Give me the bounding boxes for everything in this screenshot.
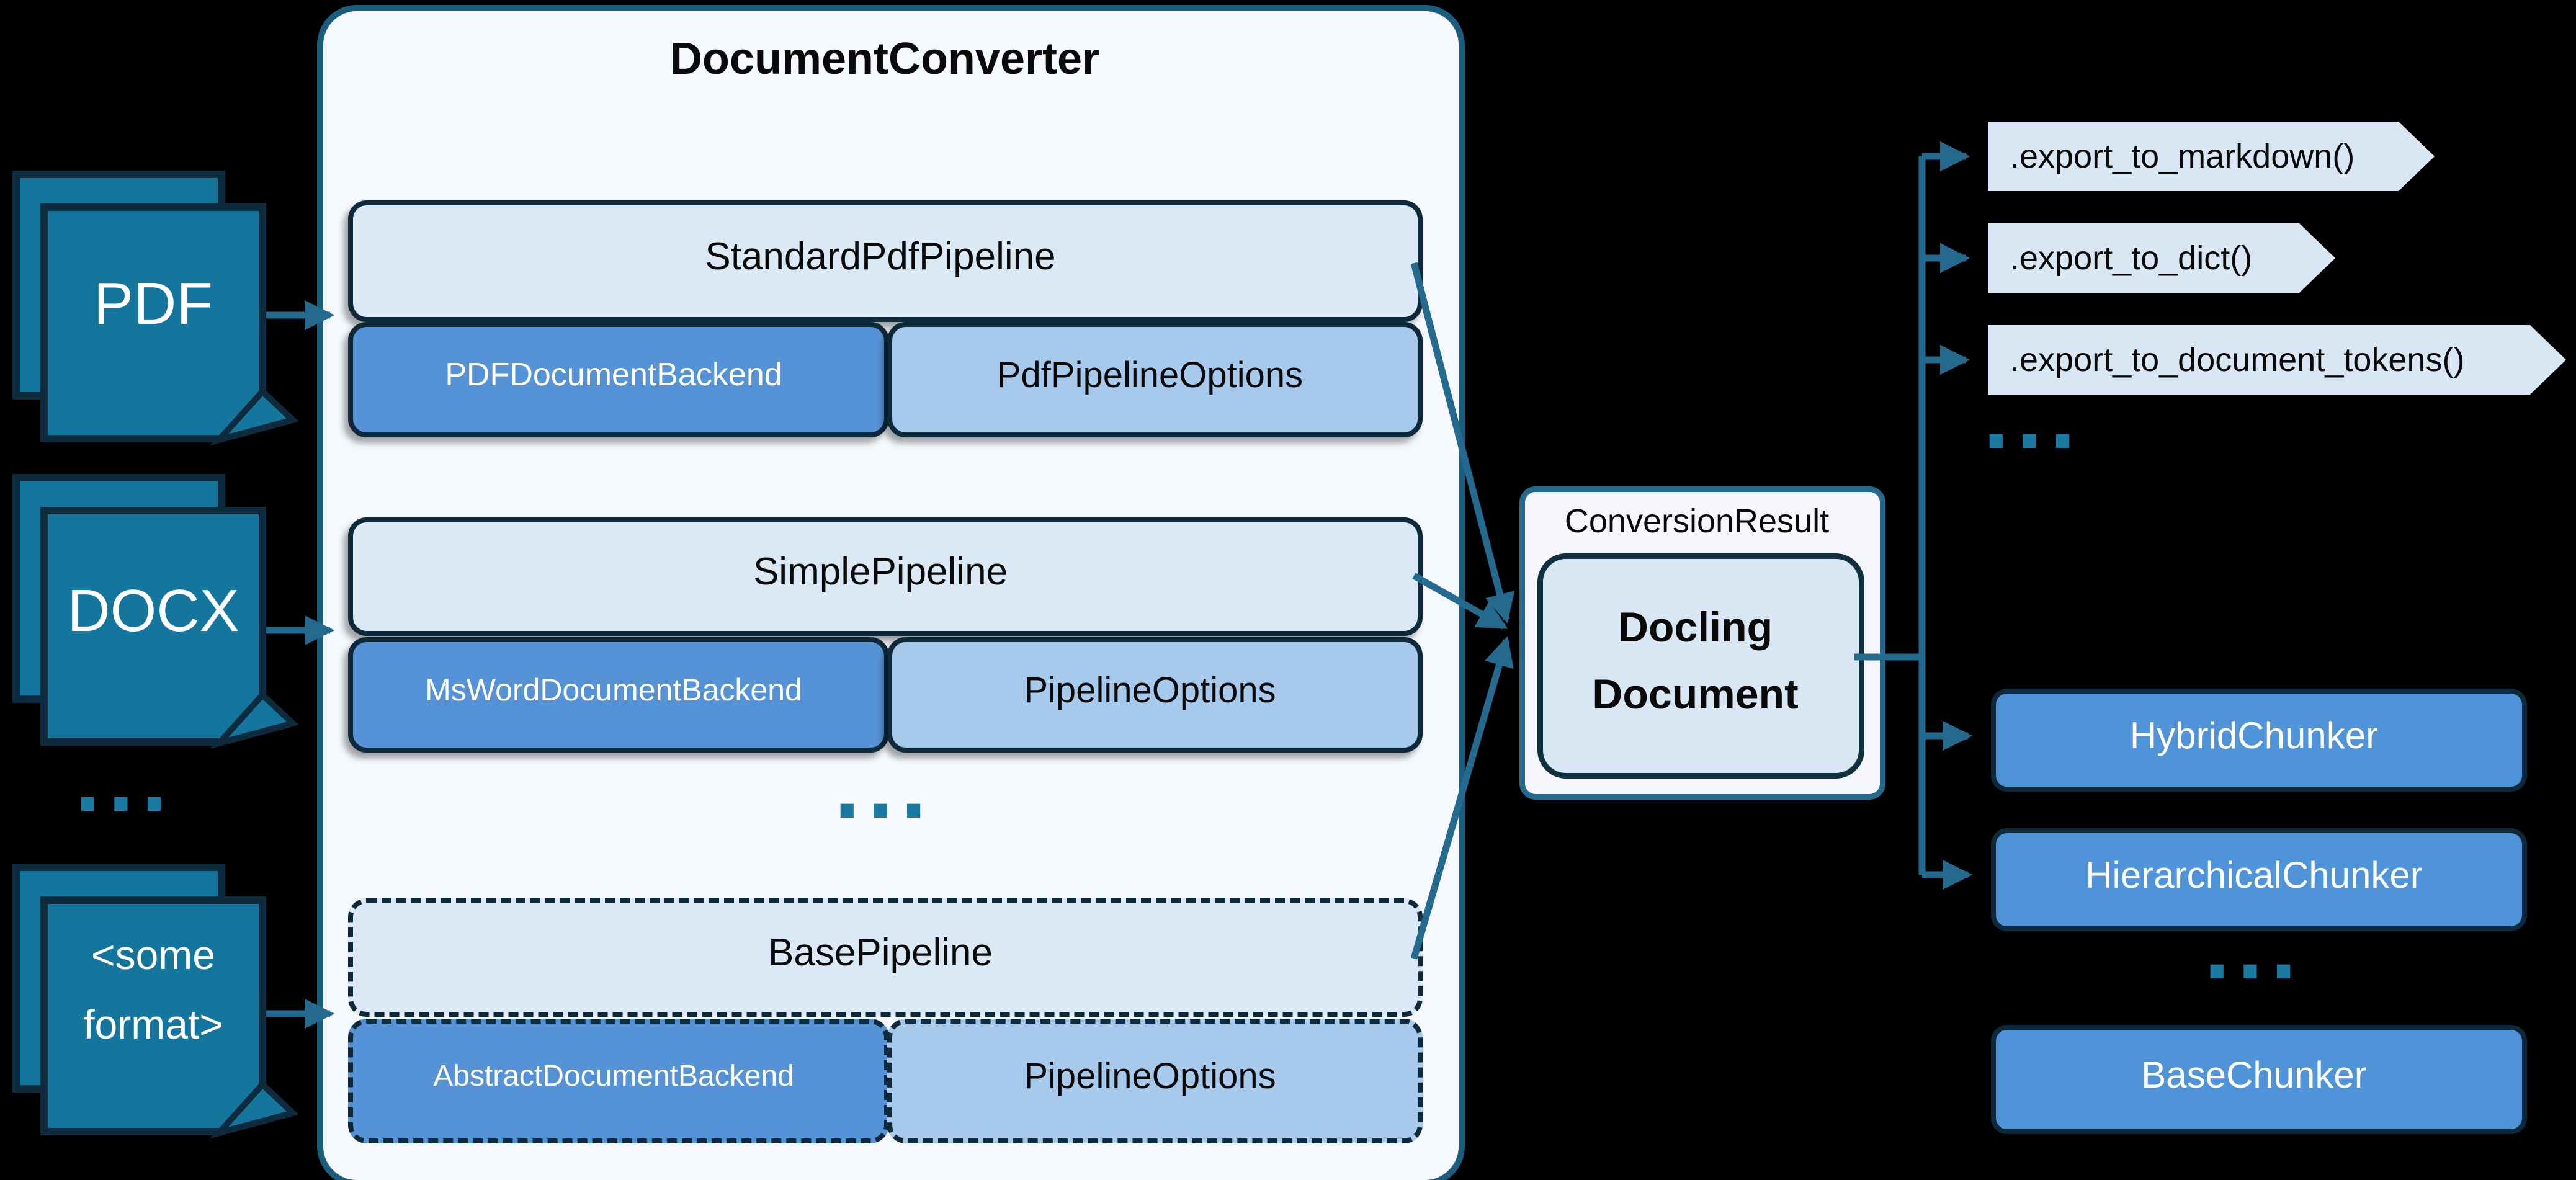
base-pipeline-options-box xyxy=(887,1019,1423,1143)
inputs-ellipsis: ... xyxy=(74,726,175,831)
pipelines-ellipsis: ... xyxy=(834,733,934,838)
some-format-label: <some format> xyxy=(44,915,262,1064)
base-chunker-label: BaseChunker xyxy=(2141,1053,2367,1096)
standard-pdf-pipeline-label: StandardPdfPipeline xyxy=(705,235,1056,278)
pdf-documents-icon xyxy=(12,171,298,446)
standard-pdf-pipeline-box xyxy=(348,200,1423,322)
hybrid-chunker-label: HybridChunker xyxy=(2129,714,2379,756)
chunkers-ellipsis: ... xyxy=(2204,894,2304,998)
base-pipeline-label: BasePipeline xyxy=(768,931,993,974)
pdf-document-backend-label: PDFDocumentBackend xyxy=(445,357,782,393)
pdf-pipeline-options-box xyxy=(887,322,1423,437)
pdf-label: PDF xyxy=(94,270,213,337)
base-pipeline-box xyxy=(348,898,1423,1017)
docling-document-line1: Docling xyxy=(1617,603,1773,651)
some-format-line2: format> xyxy=(83,1001,223,1047)
abstract-document-backend-label: AbstractDocumentBackend xyxy=(433,1060,794,1093)
docling-document-label: Docling Document xyxy=(1537,553,1853,767)
simple-pipeline-label: SimplePipeline xyxy=(753,550,1008,593)
hybrid-chunker-box xyxy=(1991,689,2527,792)
pdf-document-backend-box xyxy=(348,322,889,437)
abstract-document-backend-box xyxy=(348,1019,889,1143)
msword-document-backend-label: MsWordDocumentBackend xyxy=(425,673,802,707)
msword-document-backend-box xyxy=(348,637,889,753)
pipeline-options-label: PipelineOptions xyxy=(1024,669,1276,710)
docx-documents-icon xyxy=(12,474,298,749)
export-to-document-tokens-banner: .export_to_document_tokens() xyxy=(1988,325,2566,395)
hierarchical-chunker-box xyxy=(1991,828,2527,931)
docling-document-box xyxy=(1537,553,1864,779)
export-to-markdown-banner: .export_to_markdown() xyxy=(1988,122,2435,191)
docx-label: DOCX xyxy=(67,578,239,644)
base-pipeline-options-label: PipelineOptions xyxy=(1024,1056,1276,1096)
docling-document-line2: Document xyxy=(1592,670,1799,718)
some-format-line1: <some xyxy=(91,932,215,978)
document-converter-title: DocumentConverter xyxy=(669,34,1100,84)
export-to-dict-banner: .export_to_dict() xyxy=(1988,223,2335,293)
base-chunker-box xyxy=(1991,1025,2527,1134)
hierarchical-chunker-label: HierarchicalChunker xyxy=(2085,854,2423,896)
exports-ellipsis: ... xyxy=(1983,364,2083,468)
conversion-result-label: ConversionResult xyxy=(1564,503,1830,540)
some-format-documents-icon xyxy=(12,864,298,1139)
pdf-pipeline-options-label: PdfPipelineOptions xyxy=(996,354,1304,395)
simple-pipeline-box xyxy=(348,517,1423,636)
